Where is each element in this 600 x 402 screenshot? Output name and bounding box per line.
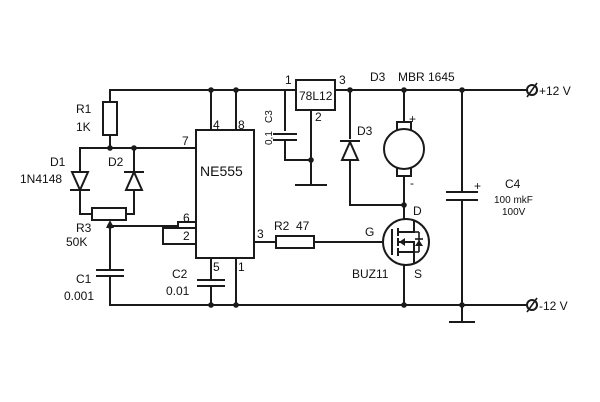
resistor-r1: R1 1K xyxy=(76,101,118,136)
ne555-pin1: 1 xyxy=(238,260,245,274)
terminal-negative: -12 V xyxy=(526,297,568,313)
ne555-pin2: 2 xyxy=(183,229,190,243)
ne555-pin4: 4 xyxy=(213,118,220,132)
terminal-positive: +12 V xyxy=(526,82,571,98)
c3-ref: C3 xyxy=(264,110,275,123)
capacitor-c4: + C4 100 mkF 100V xyxy=(446,177,533,323)
d3-ref-side: D3 xyxy=(357,124,373,138)
mosfet-buz11: G D S BUZ11 xyxy=(352,204,430,281)
r3-value: 50K xyxy=(66,235,87,249)
wires xyxy=(79,89,531,323)
regulator-label: 78L12 xyxy=(299,89,333,103)
motor-plus: + xyxy=(409,112,416,126)
capacitor-c3: C3 0,1 xyxy=(264,110,297,145)
terminal-positive-label: +12 V xyxy=(539,84,571,98)
c4-ref: C4 xyxy=(505,177,521,191)
c2-value: 0.01 xyxy=(166,284,190,298)
d3-ref-top: D3 xyxy=(370,70,386,84)
mosfet-label: BUZ11 xyxy=(352,267,389,281)
regulator-pin2: 2 xyxy=(315,110,322,124)
resistor-r2: R2 47 xyxy=(274,219,315,249)
motor: + - xyxy=(383,112,425,190)
terminal-negative-label: -12 V xyxy=(539,299,568,313)
capacitor-c1: C1 0.001 xyxy=(64,269,124,303)
ne555-pin5: 5 xyxy=(213,260,220,274)
d2-ref: D2 xyxy=(108,155,124,169)
c2-ref: C2 xyxy=(172,267,188,281)
mosfet-gate: G xyxy=(365,225,374,239)
diode-d1: D1 1N4148 xyxy=(20,155,90,193)
regulator-78l12: 78L12 1 3 2 xyxy=(285,73,346,124)
c4-voltage: 100V xyxy=(502,207,526,218)
c1-ref: C1 xyxy=(76,272,92,286)
mosfet-drain: D xyxy=(413,204,422,218)
ne555-chip: NE555 7 4 8 6 2 3 5 1 xyxy=(182,118,264,274)
c3-value: 0,1 xyxy=(264,131,275,145)
r1-ref: R1 xyxy=(76,102,92,116)
r3-ref: R3 xyxy=(76,221,92,235)
r2-ref: R2 xyxy=(274,219,290,233)
regulator-pin3: 3 xyxy=(339,73,346,87)
diode-d2: D2 xyxy=(108,155,144,191)
regulator-pin1: 1 xyxy=(285,73,292,87)
ne555-pin7: 7 xyxy=(182,134,189,148)
d1-value: 1N4148 xyxy=(20,172,62,186)
d3-value: MBR 1645 xyxy=(398,70,455,84)
ne555-pin8: 8 xyxy=(238,118,245,132)
potentiometer-r3: R3 50K xyxy=(66,207,127,249)
c1-value: 0.001 xyxy=(64,289,94,303)
capacitor-c2: C2 0.01 xyxy=(166,267,225,298)
c4-plus: + xyxy=(474,179,481,193)
mosfet-source: S xyxy=(414,267,422,281)
c4-capacitance: 100 mkF xyxy=(494,195,533,206)
motor-minus: - xyxy=(410,176,414,190)
ne555-pin6: 6 xyxy=(183,211,190,225)
ne555-label: NE555 xyxy=(200,163,243,179)
r1-value: 1K xyxy=(76,120,91,134)
ne555-pin3: 3 xyxy=(257,227,264,241)
r2-value: 47 xyxy=(296,219,310,233)
d1-ref: D1 xyxy=(50,155,66,169)
diode-d3: D3 D3 MBR 1645 xyxy=(340,70,455,161)
